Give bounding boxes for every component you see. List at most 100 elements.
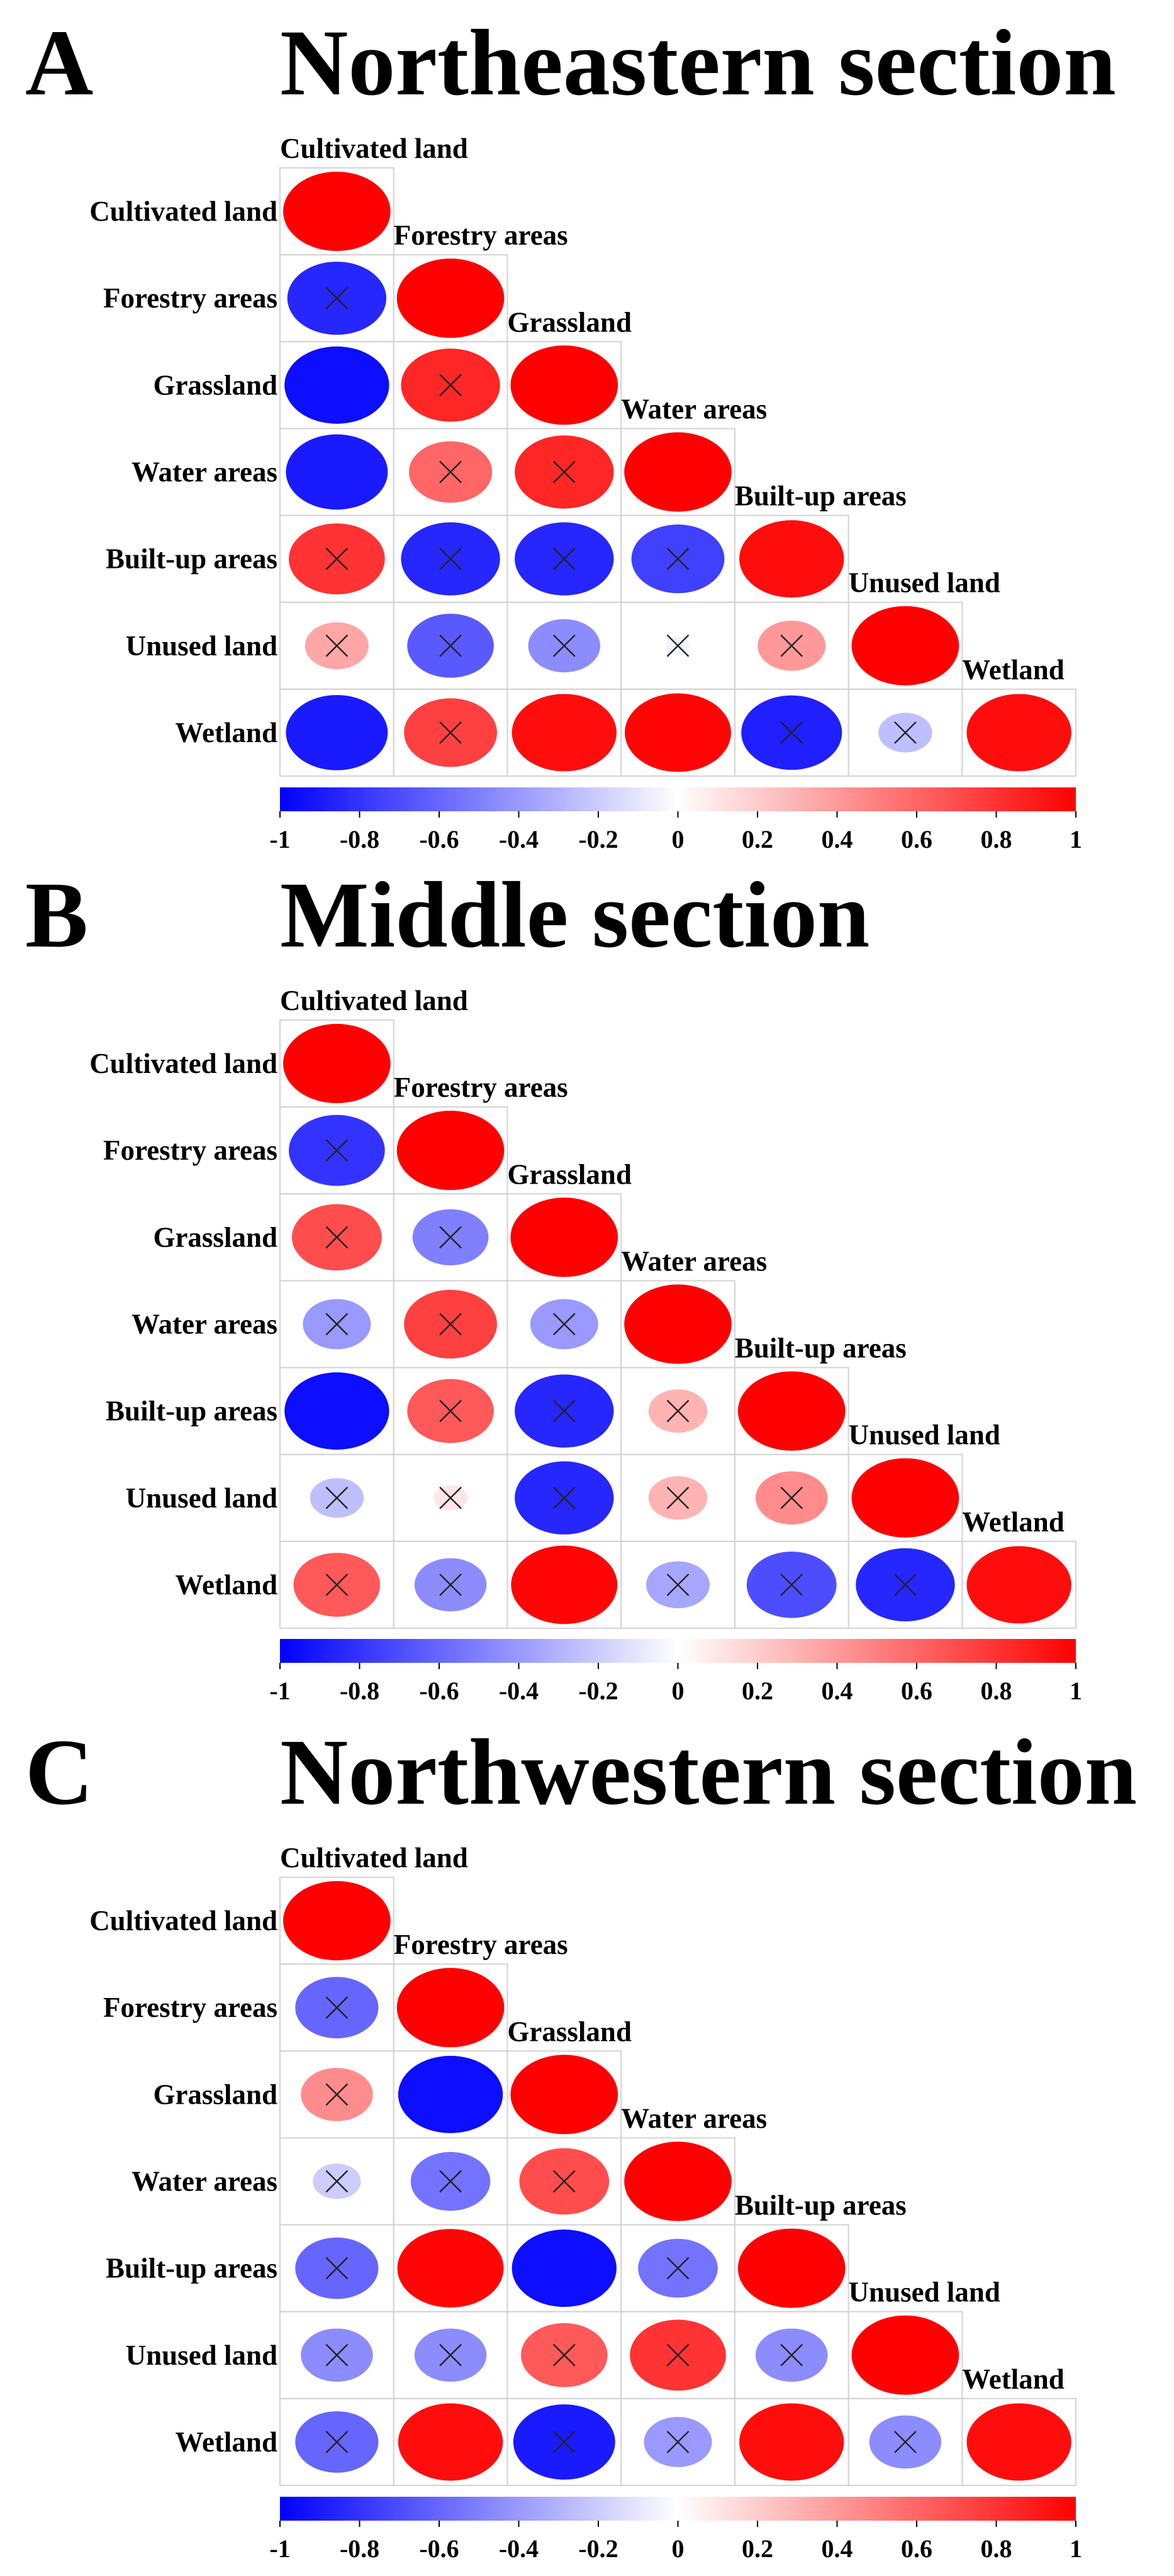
correlation-ellipse bbox=[625, 693, 731, 772]
correlation-ellipse bbox=[851, 606, 959, 686]
column-label: Grassland bbox=[507, 1158, 632, 1190]
row-label: Grassland bbox=[153, 2079, 277, 2110]
row-label: Cultivated land bbox=[89, 1905, 277, 1936]
colorbar-tick-label: -0.2 bbox=[578, 825, 618, 853]
row-label: Water areas bbox=[131, 457, 277, 488]
correlation-ellipse bbox=[512, 694, 617, 772]
colorbar-tick-label: -1 bbox=[269, 2534, 290, 2563]
colorbar-tick-label: 0.8 bbox=[981, 825, 1012, 853]
column-label: Wetland bbox=[962, 1506, 1065, 1538]
nonsignificant-cross bbox=[552, 634, 576, 657]
correlation-ellipse bbox=[396, 1968, 505, 2048]
nonsignificant-cross bbox=[325, 2170, 349, 2193]
row-label: Forestry areas bbox=[103, 1992, 277, 2023]
correlation-ellipse bbox=[739, 520, 844, 598]
colorbar-tick-label: -0.6 bbox=[419, 825, 459, 853]
correlation-ellipse bbox=[966, 2403, 1071, 2481]
row-label: Unused land bbox=[126, 2340, 277, 2371]
nonsignificant-cross bbox=[325, 1996, 349, 2019]
colorbar-tick-label: -0.2 bbox=[578, 1677, 618, 1705]
correlation-ellipse bbox=[624, 432, 732, 512]
nonsignificant-cross bbox=[666, 547, 690, 570]
colorbar-tick-label: 0.8 bbox=[981, 1677, 1012, 1705]
nonsignificant-cross bbox=[552, 2170, 576, 2193]
column-label: Built-up areas bbox=[735, 480, 907, 512]
nonsignificant-cross bbox=[552, 2431, 576, 2453]
row-label: Wetland bbox=[175, 2426, 277, 2458]
correlation-ellipse bbox=[282, 1881, 391, 1961]
column-label: Water areas bbox=[621, 2102, 767, 2134]
nonsignificant-cross bbox=[666, 2257, 690, 2280]
correlation-ellipse bbox=[398, 2403, 503, 2481]
colorbar-tick-label: 0.2 bbox=[742, 825, 773, 853]
column-label: Forestry areas bbox=[394, 219, 568, 251]
colorbar-tick-label: 0.4 bbox=[822, 825, 853, 853]
correlation-ellipse bbox=[737, 2228, 846, 2308]
correlation-ellipse bbox=[396, 1111, 505, 1191]
nonsignificant-cross bbox=[439, 1399, 462, 1423]
nonsignificant-cross bbox=[439, 1226, 462, 1249]
colorbar-tick-label: -1 bbox=[269, 825, 290, 853]
nonsignificant-cross bbox=[666, 1574, 690, 1596]
correlation-ellipse bbox=[397, 2229, 504, 2308]
colorbar-tick-label: 0.6 bbox=[901, 2534, 932, 2563]
nonsignificant-cross bbox=[552, 460, 576, 484]
row-label: Water areas bbox=[131, 2166, 277, 2197]
nonsignificant-cross bbox=[780, 721, 803, 744]
colorbar-tick-label: 0 bbox=[672, 2534, 685, 2563]
row-label: Built-up areas bbox=[106, 543, 277, 575]
correlation-ellipse bbox=[851, 2315, 959, 2395]
column-label: Cultivated land bbox=[280, 985, 468, 1016]
colorbar-tick-label: 0 bbox=[672, 1677, 685, 1705]
row-label: Water areas bbox=[131, 1309, 277, 1340]
column-label: Wetland bbox=[962, 654, 1065, 686]
nonsignificant-cross bbox=[666, 634, 690, 657]
nonsignificant-cross bbox=[666, 1486, 690, 1509]
colorbar-tick-label: -0.6 bbox=[419, 2534, 459, 2563]
row-label: Built-up areas bbox=[106, 1396, 277, 1427]
nonsignificant-cross bbox=[439, 634, 462, 657]
column-label: Forestry areas bbox=[394, 1929, 568, 1960]
correlation-ellipse bbox=[624, 1284, 732, 1364]
nonsignificant-cross bbox=[325, 634, 349, 657]
correlation-ellipse bbox=[284, 1372, 389, 1450]
nonsignificant-cross bbox=[325, 2343, 349, 2367]
column-label: Water areas bbox=[621, 393, 767, 425]
nonsignificant-cross bbox=[439, 2343, 462, 2367]
nonsignificant-cross bbox=[439, 1574, 462, 1596]
colorbar-tick-label: -1 bbox=[269, 1677, 290, 1705]
nonsignificant-cross bbox=[325, 1574, 349, 1596]
colorbar-tick-label: -0.8 bbox=[340, 2534, 379, 2563]
nonsignificant-cross bbox=[780, 634, 803, 657]
column-label: Grassland bbox=[507, 306, 632, 338]
colorbar-tick-label: -0.8 bbox=[340, 825, 379, 853]
correlation-ellipse bbox=[284, 346, 389, 424]
nonsignificant-cross bbox=[894, 2431, 917, 2453]
column-label: Forestry areas bbox=[394, 1072, 568, 1103]
correlation-ellipse bbox=[510, 345, 618, 425]
colorbar-tick-label: -0.4 bbox=[499, 1677, 539, 1705]
colorbar-tick-label: 0.4 bbox=[822, 2534, 853, 2563]
row-label: Unused land bbox=[126, 630, 277, 662]
correlation-ellipse bbox=[286, 695, 388, 770]
column-label: Cultivated land bbox=[280, 1842, 468, 1874]
correlation-ellipse bbox=[966, 1546, 1071, 1624]
row-label: Grassland bbox=[153, 369, 277, 401]
row-label: Built-up areas bbox=[106, 2253, 277, 2284]
row-label: Forestry areas bbox=[103, 282, 277, 314]
nonsignificant-cross bbox=[552, 1313, 576, 1336]
column-label: Built-up areas bbox=[735, 2190, 907, 2221]
nonsignificant-cross bbox=[780, 2343, 803, 2367]
correlation-ellipse bbox=[851, 1458, 959, 1538]
column-label: Unused land bbox=[849, 2277, 1000, 2308]
colorbar-tick-label: 0.4 bbox=[822, 1677, 853, 1705]
row-label: Wetland bbox=[175, 1569, 277, 1601]
nonsignificant-cross bbox=[325, 287, 349, 310]
column-label: Grassland bbox=[507, 2016, 632, 2047]
column-label: Unused land bbox=[849, 567, 1000, 599]
correlation-ellipse bbox=[512, 2229, 617, 2307]
